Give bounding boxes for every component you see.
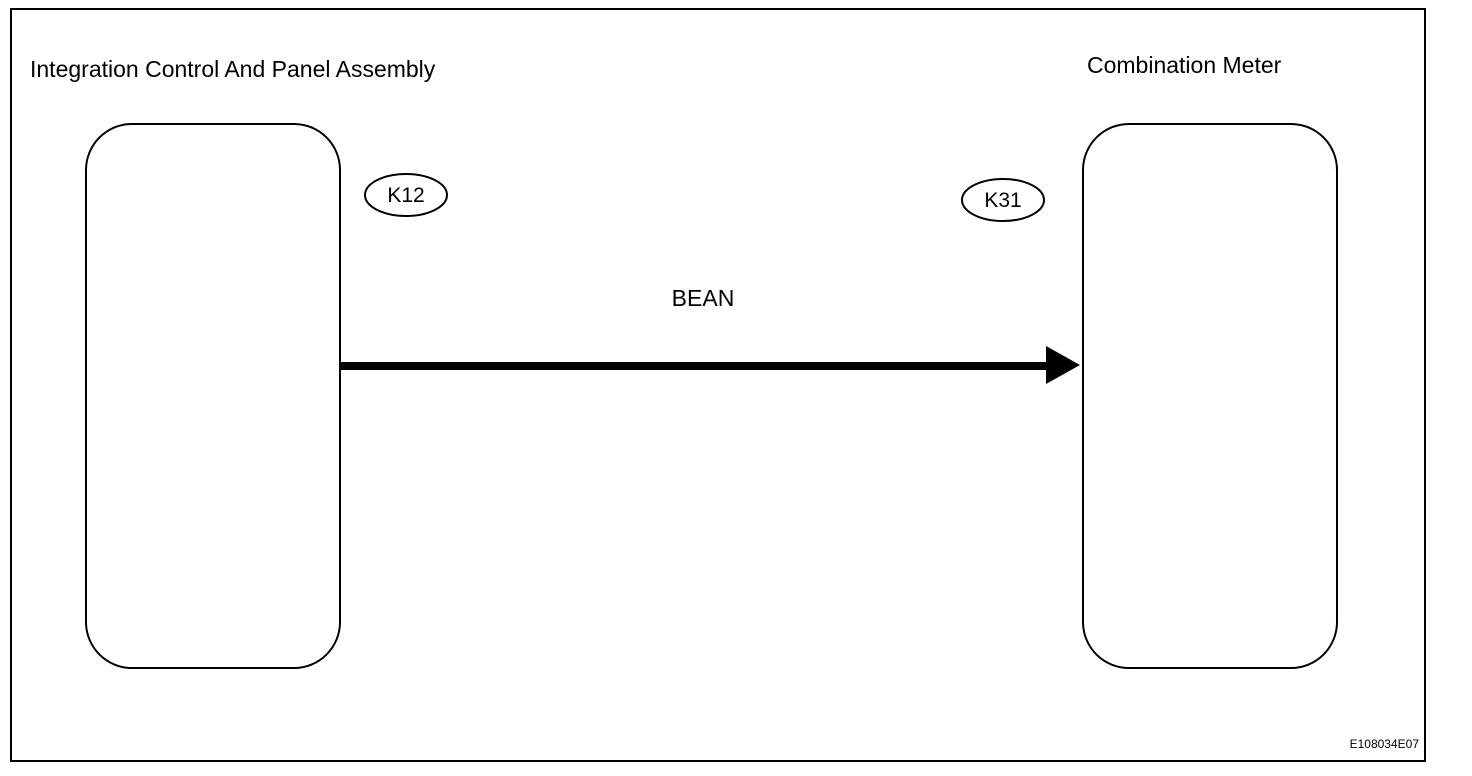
left-connector-badge bbox=[364, 173, 448, 217]
left-component-box bbox=[85, 123, 341, 669]
signal-label: BEAN bbox=[672, 285, 735, 311]
right-component-title: Combination Meter bbox=[1087, 52, 1282, 78]
left-component-title: Integration Control And Panel Assembly bbox=[30, 56, 436, 82]
figure-id: E108034E07 bbox=[1350, 737, 1420, 751]
signal-arrowhead bbox=[1046, 346, 1080, 384]
right-connector-badge bbox=[961, 178, 1045, 222]
right-connector-label: K31 bbox=[984, 189, 1021, 212]
right-component-box bbox=[1082, 123, 1338, 669]
left-connector-label: K12 bbox=[387, 184, 424, 207]
diagram-frame bbox=[10, 8, 1426, 762]
